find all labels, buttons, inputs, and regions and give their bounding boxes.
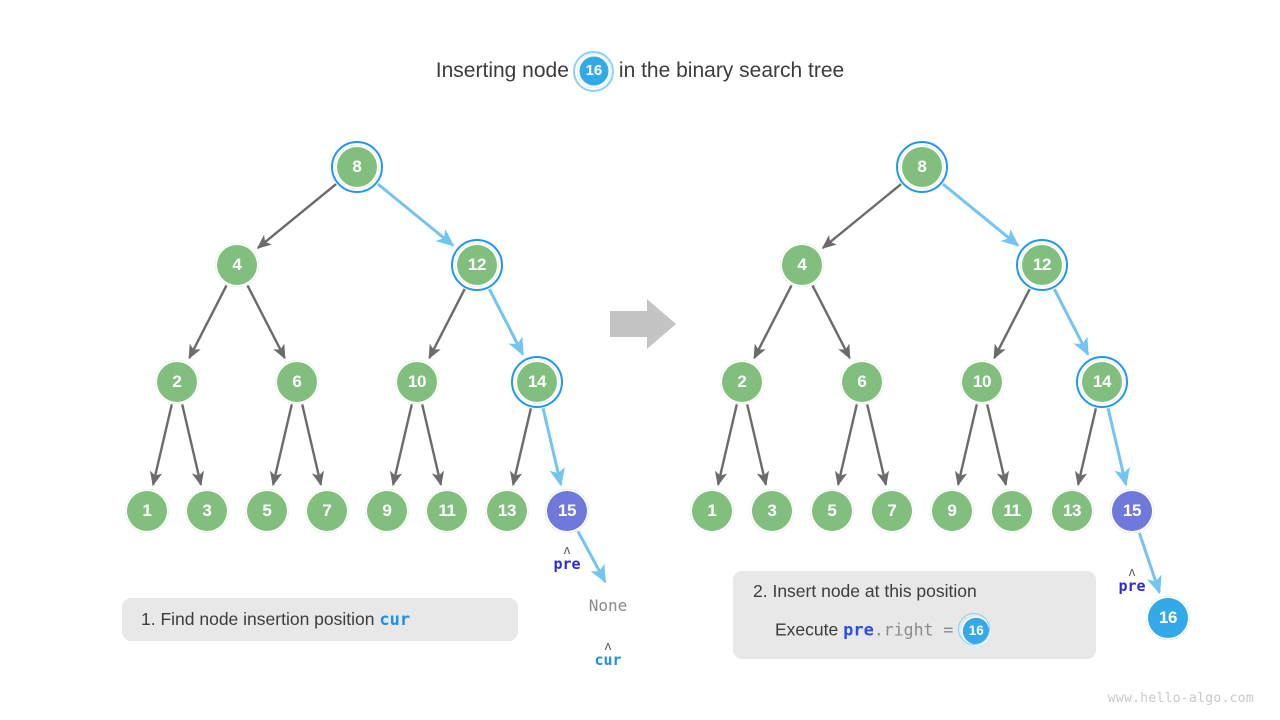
tree-edge [954,404,978,487]
tree-node-12: 12 [1016,239,1068,291]
tree-edge [746,404,770,487]
tree-node-4: 4 [215,243,259,287]
tree-node-1: 1 [125,489,169,533]
tree-node-5: 5 [245,489,289,533]
tree-edge [1074,408,1098,487]
tree-edge [188,284,228,360]
tree-edge [1106,407,1130,487]
caret-up-icon: ʌ [563,542,571,557]
tree-edge [256,183,337,249]
tree-edge [1052,288,1090,357]
tree-edge [428,288,466,360]
caption-box-step-1: 1. Find node insertion position cur [122,598,518,641]
caption-step-1-text: 1. Find node insertion position [141,609,375,629]
tree-edge [301,404,325,487]
tree-edge [487,288,525,357]
caption-keyword-cur: cur [379,610,411,630]
tree-edge [753,284,793,360]
tree-node-8: 8 [896,141,948,193]
tree-edge [246,284,286,360]
tree-node-7: 7 [870,489,914,533]
tree-node-16: 16 [1146,596,1190,640]
tree-edge [811,284,851,360]
right-arrow-between-panels [610,299,676,349]
tree-edge [834,404,858,487]
tree-edge [866,404,890,487]
caption-step-1-line: 1. Find node insertion position cur [141,609,411,630]
tree-node-15: 15 [545,489,589,533]
none-label: None [588,596,628,615]
tree-node-12: 12 [451,239,503,291]
tree-node-11: 11 [990,489,1034,533]
watermark: www.hello-algo.com [1107,691,1254,706]
tree-node-8: 8 [331,141,383,193]
caret-up-icon: ʌ [1128,564,1136,579]
title-suffix: in the binary search tree [618,59,845,82]
tree-edge [714,404,738,487]
tree-node-14: 14 [1076,356,1128,408]
tree-edge [389,404,413,487]
tree-edge [541,407,565,487]
tree-node-2: 2 [720,360,764,404]
tree-node-13: 13 [485,489,529,533]
tree-node-6: 6 [840,360,884,404]
caption-box-step-2: 2. Insert node at this position Execute … [733,571,1096,659]
tree-edge [1137,532,1162,595]
caption-right-assign: .right = [873,620,954,640]
tree-edge [941,182,1020,247]
tree-node-7: 7 [305,489,349,533]
caption-node-16: 16 [958,612,992,646]
tree-node-14: 14 [511,356,563,408]
tree-node-10: 10 [395,360,439,404]
tree-node-3: 3 [750,489,794,533]
pointer-label-text: pre [1118,577,1146,595]
tree-node-5: 5 [810,489,854,533]
tree-edge [421,404,445,487]
title-prefix: Inserting node [435,59,569,82]
tree-node-3: 3 [185,489,229,533]
pointer-label-text: cur [594,651,622,669]
tree-node-9: 9 [365,489,409,533]
caption-keyword-pre: pre [843,620,874,641]
tree-node-2: 2 [155,360,199,404]
tree-edge [269,404,293,487]
pointer-label-text: pre [553,555,581,573]
tree-node-1: 1 [690,489,734,533]
title-node-16: 16 [573,50,615,92]
caption-step-2-line-2: Execute pre.right =16 [753,612,1076,646]
tree-edge [993,288,1031,360]
tree-node-13: 13 [1050,489,1094,533]
tree-edge [821,183,902,249]
tree-node-10: 10 [960,360,1004,404]
tree-node-11: 11 [425,489,469,533]
caret-up-icon: ʌ [604,638,612,653]
tree-node-4: 4 [780,243,824,287]
tree-edge [376,182,455,247]
tree-node-6: 6 [275,360,319,404]
edge-to-none [576,530,607,584]
tree-edge [181,404,205,487]
tree-node-15: 15 [1110,489,1154,533]
caption-step-2-line-1: 2. Insert node at this position [753,581,977,601]
tree-edge [509,408,533,487]
tree-edge [986,404,1010,487]
tree-edge [149,404,173,487]
caption-step-2-execute: Execute [775,619,839,640]
tree-node-9: 9 [930,489,974,533]
